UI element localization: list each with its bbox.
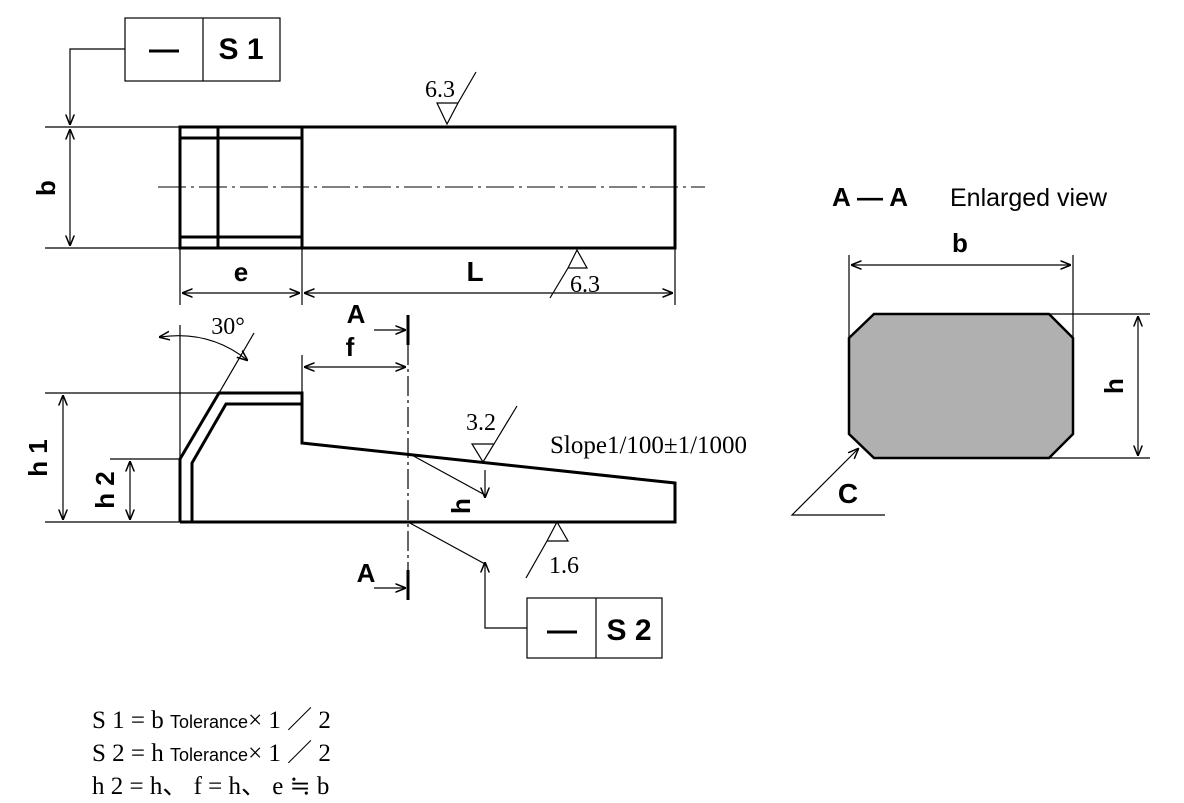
- s2-leader: [484, 595, 527, 629]
- note-1-post: × 1 ／ 2: [248, 707, 331, 734]
- note-1-pre: S 1 = b: [92, 707, 171, 734]
- s1-leader: [70, 48, 125, 124]
- section-h-label: h: [1099, 378, 1129, 394]
- angle-extension-line: [218, 332, 255, 394]
- note-line-2: S 2 = h Tolerance× 1 ／ 2: [92, 738, 331, 771]
- note-2-pre: S 2 = h: [92, 740, 171, 767]
- h2-label: h 2: [90, 471, 120, 509]
- finish-top-value: 6.3: [425, 77, 455, 103]
- note-2-small: Tolerance: [170, 745, 249, 765]
- section-view-subtitle: Enlarged view: [950, 184, 1108, 212]
- section-mark-bottom: A: [357, 558, 376, 588]
- angle-label: 30°: [211, 314, 245, 340]
- section-shape: [847, 312, 1075, 460]
- f-label: f: [346, 332, 355, 362]
- chamfer-label: C: [838, 478, 858, 509]
- section-mark-top: A: [347, 299, 366, 329]
- section-view-title: A — A: [832, 182, 908, 212]
- front-view: 30° h 1 h 2 f A A h — S 2 3.2: [23, 299, 747, 659]
- finish-base-value: 1.6: [549, 553, 579, 579]
- finish-top-symbol: [436, 71, 477, 126]
- s1-symbol: —: [149, 33, 179, 66]
- front-view-inner-chamfer: [190, 402, 302, 522]
- L-label: L: [466, 256, 483, 287]
- section-b-label: b: [952, 228, 968, 258]
- note-2-post: × 1 ／ 2: [248, 740, 331, 767]
- h1-label: h 1: [23, 439, 53, 477]
- note-line-1: S 1 = b Tolerance× 1 ／ 2: [92, 705, 331, 738]
- h-extension-bottom: [407, 521, 486, 565]
- top-view: b — S 1 e L 6.3 6.3: [31, 17, 705, 305]
- finish-slope-value: 3.2: [466, 410, 496, 436]
- note-3-pre: h 2 = h、 f = h、 e ≒ b: [92, 773, 330, 800]
- finish-base-symbol: [525, 520, 570, 579]
- section-view: A — A Enlarged view b h C: [790, 182, 1150, 516]
- b-label: b: [31, 180, 61, 196]
- s2-symbol: —: [547, 614, 577, 647]
- note-line-3: h 2 = h、 f = h、 e ≒ b: [92, 771, 331, 802]
- e-label: e: [234, 257, 248, 287]
- s2-datum: S 2: [606, 614, 651, 647]
- notes-block: S 1 = b Tolerance× 1 ／ 2 S 2 = h Toleran…: [92, 705, 331, 802]
- note-1-small: Tolerance: [170, 712, 249, 732]
- s1-datum: S 1: [218, 33, 263, 66]
- finish-slope-symbol: [470, 405, 518, 464]
- slope-note: Slope1/100±1/1000: [550, 432, 747, 459]
- chamfer-leader: [790, 449, 885, 516]
- angle-arc: [160, 336, 247, 360]
- finish-bottom-value: 6.3: [570, 272, 600, 298]
- h-label: h: [446, 498, 476, 514]
- h-extension-top: [407, 452, 486, 496]
- s2-frame: [526, 597, 663, 659]
- front-view-outline: [178, 391, 677, 524]
- finish-bottom-symbol: [549, 248, 589, 299]
